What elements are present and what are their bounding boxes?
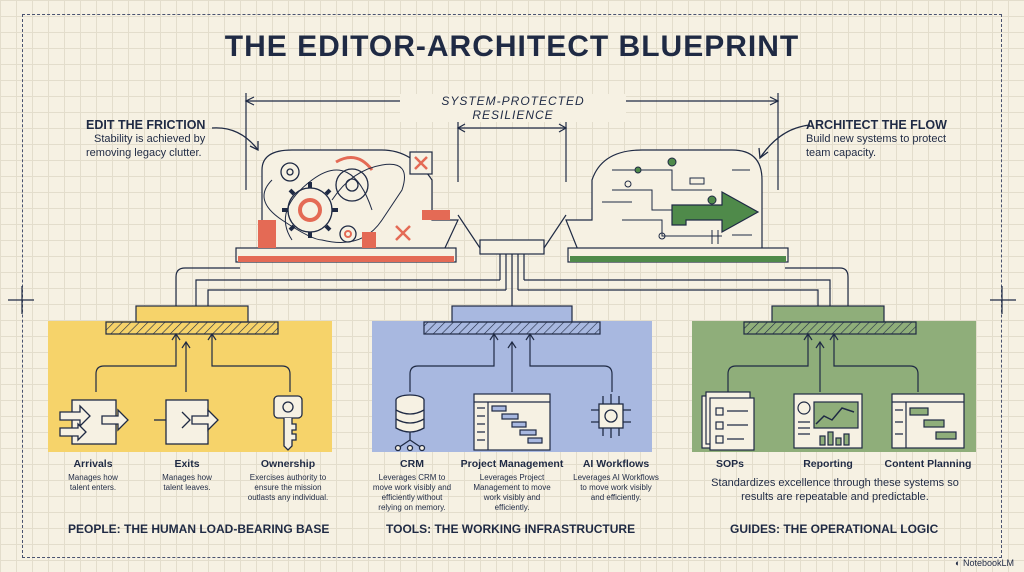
database-icon	[394, 394, 426, 452]
tools-footer: TOOLS: THE WORKING INFRASTRUCTURE	[386, 522, 636, 536]
section-beams	[95, 305, 919, 392]
right-callout-heading: ARCHITECT THE FLOW	[806, 118, 947, 132]
exits-label: Exits	[174, 458, 200, 470]
guides-shared-desc: Standardizes excellence through these sy…	[711, 477, 959, 503]
ownership-label: Ownership	[260, 458, 316, 470]
page-title: THE EDITOR-ARCHITECT BLUEPRINT	[224, 30, 800, 63]
flow-arrow-icon	[671, 190, 760, 234]
checklist-icon	[701, 391, 755, 451]
sops-label: SOPs	[715, 458, 744, 470]
ai-chip-icon	[591, 394, 631, 438]
gear-icon	[263, 156, 405, 243]
report-chart-icon	[793, 393, 863, 449]
left-callout: EDIT THE FRICTION Stability is achieved …	[86, 118, 256, 160]
left-callout-line2: removing legacy clutter.	[86, 147, 202, 159]
flow-machine-illustration	[565, 149, 789, 263]
exits-icon	[154, 399, 219, 445]
guides-footer: GUIDES: THE OPERATIONAL LOGIC	[730, 522, 939, 536]
gantt-icon	[473, 393, 551, 451]
notebook-logo-icon: ◐	[955, 558, 961, 568]
project-management-label: Project Management	[460, 458, 564, 470]
content-planning-label: Content Planning	[884, 458, 972, 470]
arrivals-label: Arrivals	[73, 458, 113, 470]
brand-watermark: ◐ NotebookLM	[955, 558, 1014, 568]
friction-machine-illustration	[235, 149, 459, 263]
right-callout: ARCHITECT THE FLOW Build new systems to …	[806, 118, 996, 160]
arrivals-icon	[59, 399, 129, 445]
brand-name: NotebookLM	[962, 558, 1014, 568]
remove-x-icon	[395, 151, 433, 241]
people-footer: PEOPLE: THE HUMAN LOAD-BEARING BASE	[68, 522, 330, 536]
left-callout-line1: Stability is achieved by	[94, 133, 206, 145]
left-callout-heading: EDIT THE FRICTION	[86, 118, 206, 132]
dimension-label: SYSTEM-PROTECTED RESILIENCE	[400, 94, 626, 122]
right-callout-line1: Build new systems to protect	[806, 133, 947, 145]
ai-workflows-label: AI Workflows	[582, 458, 650, 470]
content-calendar-icon	[891, 393, 965, 449]
right-callout-line2: team capacity.	[806, 147, 877, 159]
key-icon	[273, 395, 303, 451]
reporting-label: Reporting	[803, 458, 853, 470]
crm-label: CRM	[400, 458, 424, 470]
